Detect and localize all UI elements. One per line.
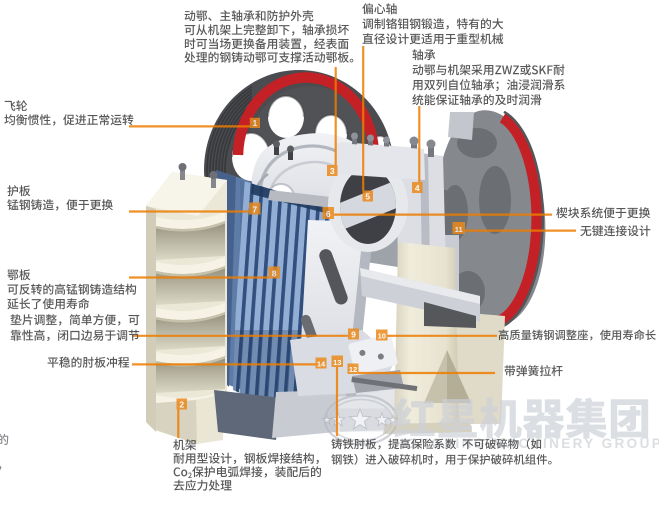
svg-text:6: 6 — [326, 209, 331, 219]
svg-text:8: 8 — [272, 268, 277, 278]
svg-text:2: 2 — [179, 399, 184, 409]
svg-text:11: 11 — [455, 225, 463, 234]
svg-text:5: 5 — [365, 191, 370, 201]
svg-text:3: 3 — [330, 166, 335, 176]
svg-text:12: 12 — [349, 365, 357, 374]
svg-text:10: 10 — [378, 331, 386, 340]
svg-text:13: 13 — [333, 358, 341, 367]
svg-text:9: 9 — [351, 329, 356, 339]
svg-text:HONGXING MACHINERY GROUP: HONGXING MACHINERY GROUP — [394, 436, 659, 451]
svg-text:7: 7 — [252, 204, 257, 214]
svg-text:4: 4 — [415, 183, 420, 193]
svg-text:1: 1 — [253, 118, 258, 128]
svg-text:14: 14 — [317, 359, 326, 368]
